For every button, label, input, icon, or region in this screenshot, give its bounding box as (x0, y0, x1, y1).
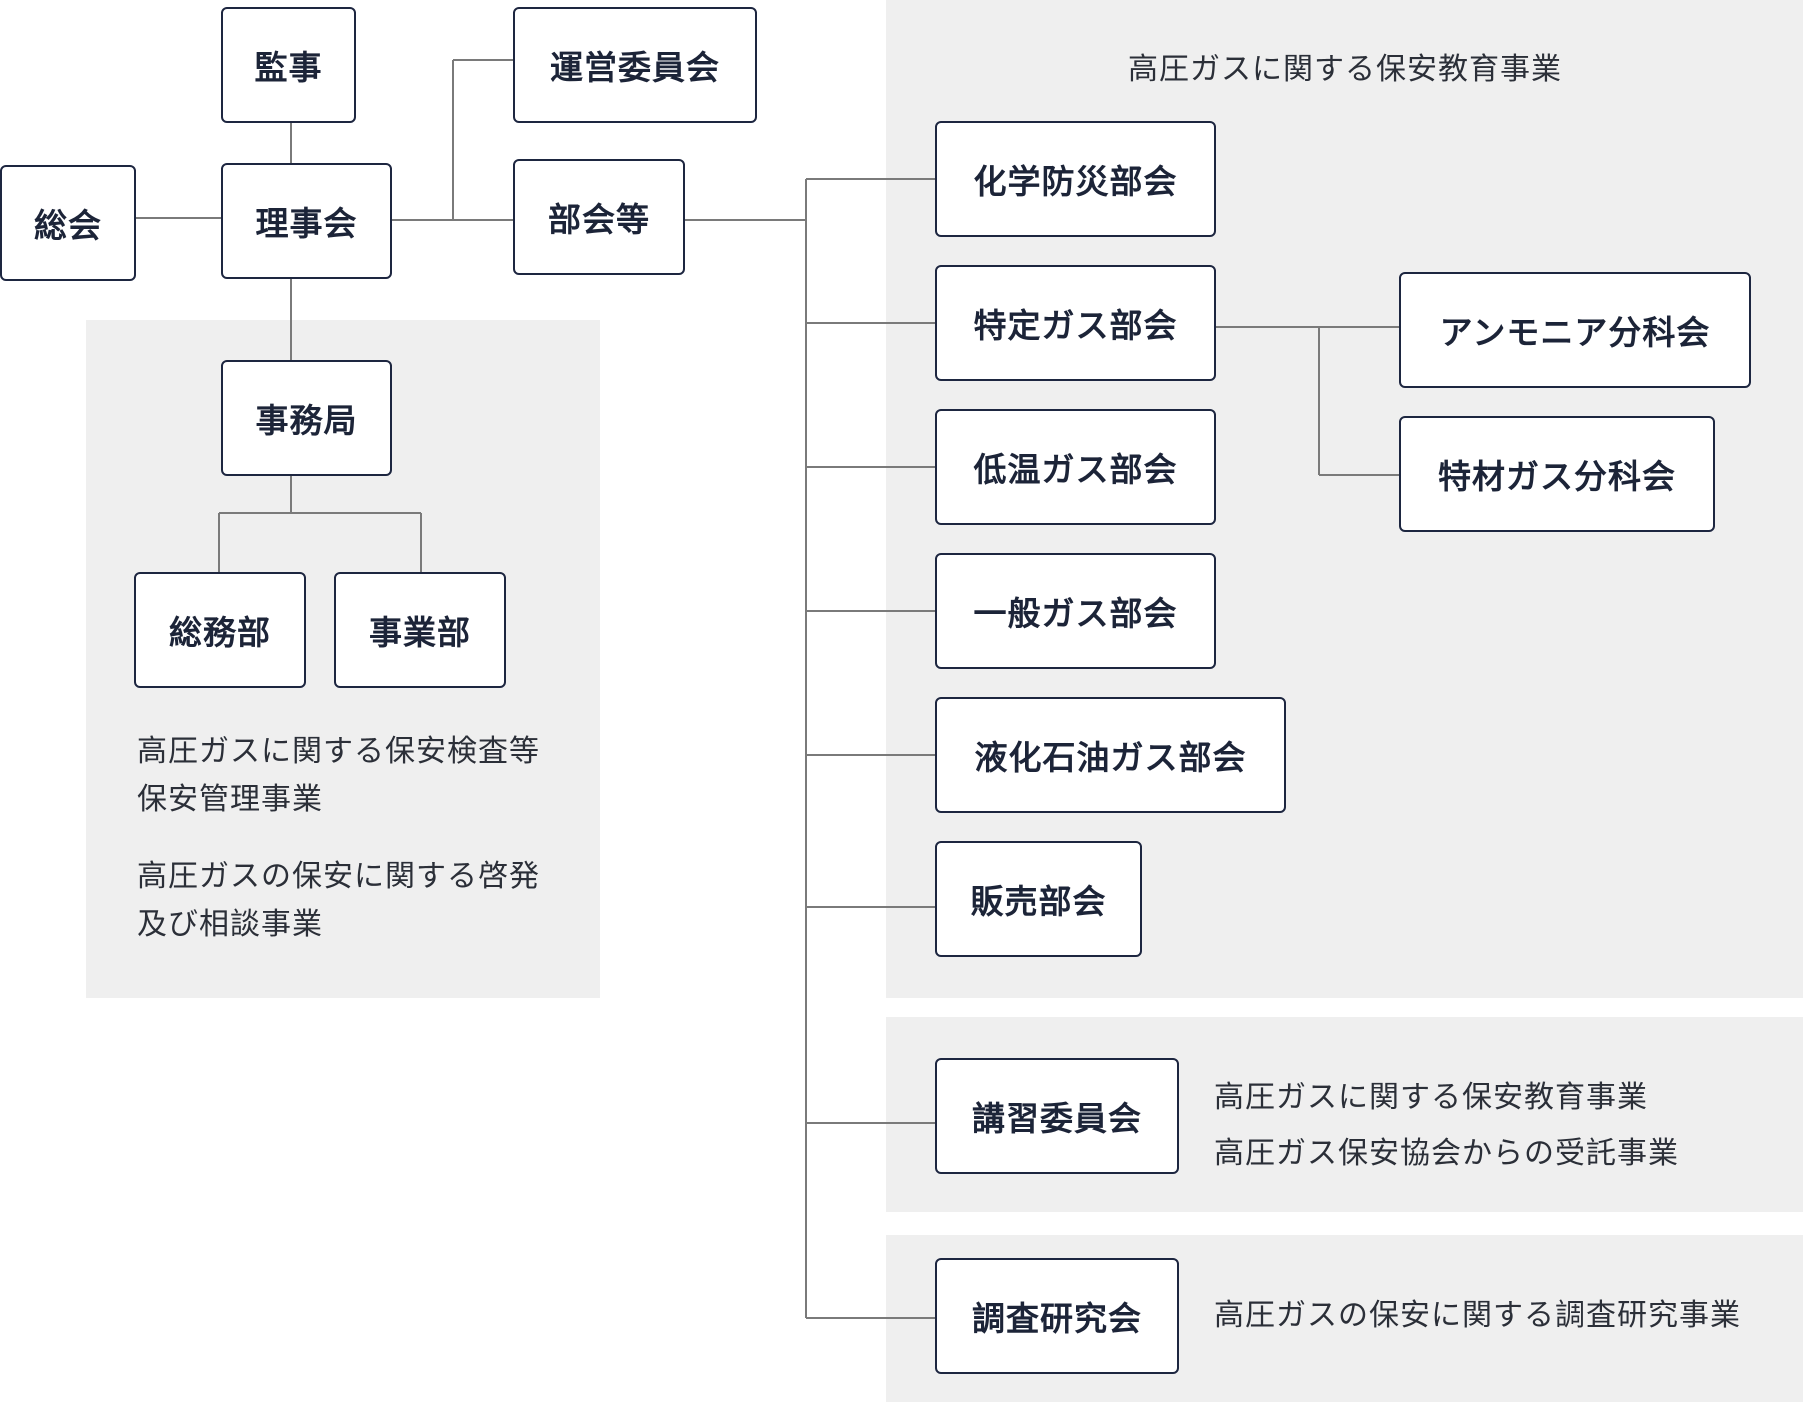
jigyoubu-box[interactable]: 事業部 (334, 572, 506, 688)
koushu-note-line2: 高圧ガス保安協会からの受託事業 (1214, 1136, 1679, 1171)
ammonia-bunkakai-box[interactable]: アンモニア分科会 (1399, 272, 1751, 388)
ippan-bukai-label: 一般ガス部会 (973, 594, 1178, 633)
jimukyoku-note-2: 高圧ガスの保安に関する啓発 及び相談事業 (137, 853, 540, 949)
soumubu-label: 総務部 (169, 613, 271, 652)
soumubu-box[interactable]: 総務部 (134, 572, 306, 688)
jigyoubu-label: 事業部 (369, 613, 471, 652)
ekika-bukai-label: 液化石油ガス部会 (974, 738, 1247, 777)
jimukyoku-note-1: 高圧ガスに関する保安検査等 保安管理事業 (137, 728, 540, 824)
hanbai-bukai-box[interactable]: 販売部会 (935, 841, 1142, 957)
jimukyoku-note-line3: 高圧ガスの保安に関する啓発 (137, 859, 540, 894)
ippan-bukai-box[interactable]: 一般ガス部会 (935, 553, 1216, 669)
koushu-iinkai-box[interactable]: 講習委員会 (935, 1058, 1179, 1174)
ammonia-bunkakai-label: アンモニア分科会 (1439, 313, 1711, 352)
soukai-label: 総会 (34, 206, 102, 245)
chousa-note: 高圧ガスの保安に関する調査研究事業 (1214, 1292, 1741, 1340)
bukai-header-note: 高圧ガスに関する保安教育事業 (1128, 46, 1562, 94)
kagaku-bukai-box[interactable]: 化学防災部会 (935, 121, 1216, 237)
tokutei-bukai-label: 特定ガス部会 (973, 306, 1178, 345)
koushu-iinkai-label: 講習委員会 (972, 1099, 1142, 1138)
bukaitou-label: 部会等 (548, 200, 650, 239)
chousa-note-line1: 高圧ガスの保安に関する調査研究事業 (1214, 1298, 1741, 1333)
kanji-label: 監事 (254, 48, 323, 87)
bukai-header-text: 高圧ガスに関する保安教育事業 (1128, 52, 1562, 87)
rijikai-box[interactable]: 理事会 (221, 163, 392, 279)
teion-bukai-label: 低温ガス部会 (973, 450, 1178, 489)
tokuzai-bunkakai-box[interactable]: 特材ガス分科会 (1399, 416, 1715, 532)
bukaitou-box[interactable]: 部会等 (513, 159, 685, 275)
kagaku-bukai-label: 化学防災部会 (973, 162, 1178, 201)
chousa-kenkyukai-box[interactable]: 調査研究会 (935, 1258, 1179, 1374)
teion-bukai-box[interactable]: 低温ガス部会 (935, 409, 1216, 525)
jimukyoku-note-line1: 高圧ガスに関する保安検査等 (137, 734, 540, 769)
uneiiinkai-box[interactable]: 運営委員会 (513, 7, 757, 123)
jimukyoku-note-line2: 保安管理事業 (137, 782, 323, 817)
uneiiinkai-label: 運営委員会 (550, 48, 720, 87)
jimukyoku-label: 事務局 (255, 401, 358, 440)
jimukyoku-note-line4: 及び相談事業 (137, 907, 323, 942)
jimukyoku-box[interactable]: 事務局 (221, 360, 392, 476)
hanbai-bukai-label: 販売部会 (970, 882, 1107, 921)
rijikai-label: 理事会 (255, 204, 358, 243)
kanji-box[interactable]: 監事 (221, 7, 356, 123)
ekika-bukai-box[interactable]: 液化石油ガス部会 (935, 697, 1286, 813)
koushu-note: 高圧ガスに関する保安教育事業 高圧ガス保安協会からの受託事業 (1214, 1070, 1679, 1182)
chousa-kenkyukai-label: 調査研究会 (972, 1299, 1142, 1338)
tokutei-bukai-box[interactable]: 特定ガス部会 (935, 265, 1216, 381)
koushu-note-line1: 高圧ガスに関する保安教育事業 (1214, 1080, 1648, 1115)
tokuzai-bunkakai-label: 特材ガス分科会 (1438, 457, 1676, 496)
soukai-box[interactable]: 総会 (0, 165, 136, 281)
